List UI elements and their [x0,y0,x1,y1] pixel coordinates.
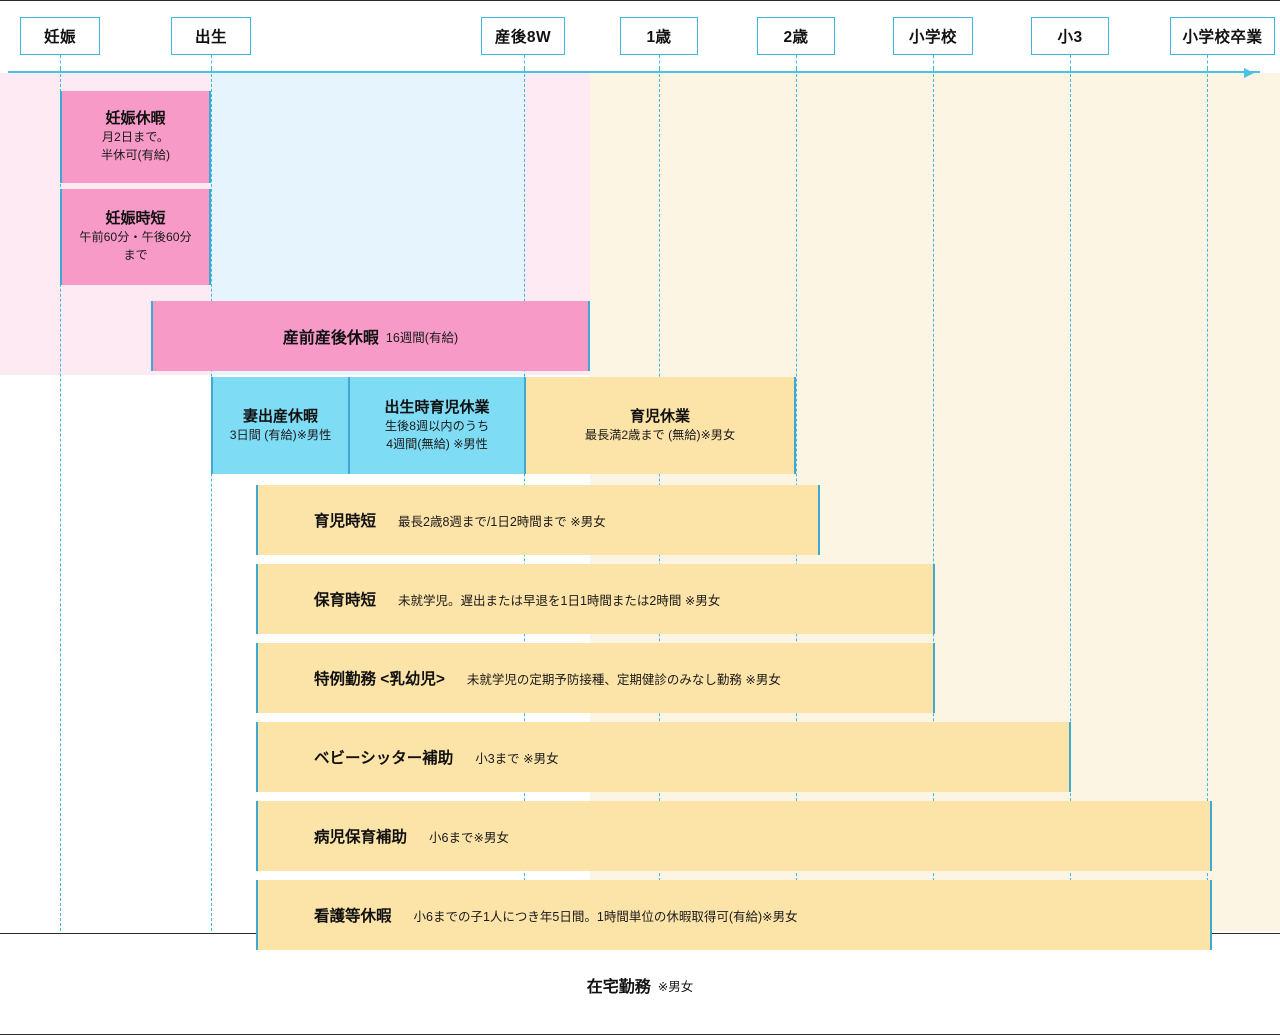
bar-pregnancy-leave[interactable]: 妊娠休暇月2日まで。半休可(有給) [60,91,211,183]
gridline-head-5 [933,55,934,69]
bar-title-pregnancy-leave: 妊娠休暇 [105,110,166,128]
bar-title-childcare-short-hours: 育児時短 [314,513,377,530]
bar-title-nursery-short-hours: 保育時短 [314,592,377,609]
gridline-head-7 [1207,55,1208,69]
bar-babysitter-subsidy[interactable]: ベビーシッター補助 小3まで ※男女 [256,722,1071,792]
bar-desc-pregnancy-short-hours: 午前60分・午後60分 [79,230,192,245]
bar-title-sick-child-care-subsidy: 病児保育補助 [314,829,408,846]
gridline-6 [1070,69,1071,931]
bar-desc-sick-child-care-subsidy: 小6まで※男女 [429,830,509,845]
bar-desc-maternity-leave: 16週間(有給) [385,330,459,345]
timeline-axis [8,67,1260,78]
milestone-label-2: 産後8W [481,17,565,55]
bar-title-childcare-leave: 育児休業 [629,407,690,425]
bar-desc-nursing-care-leave: 小6までの子1人につき年5日間。1時間単位の休暇取得可(有給)※男女 [413,909,798,924]
remote-work-note: ※男女 [657,979,694,994]
bar-maternity-leave[interactable]: 産前産後休暇 16週間(有給) [151,301,590,371]
milestone-label-1: 出生 [171,17,251,55]
bar-title-babysitter-subsidy: ベビーシッター補助 [314,750,454,767]
bar-postnatal-childcare-leave[interactable]: 出生時育児休業生後8週以内のうち 4週間(無給) ※男性 [348,377,524,474]
bar-nursery-short-hours[interactable]: 保育時短 未就学児。遅出または早退を1日1時間または2時間 ※男女 [256,564,935,634]
bar-desc-pregnancy-leave: 月2日まで。 [101,130,170,145]
bar-desc2-postnatal-childcare-leave: 4週間(無給) ※男性 [386,436,488,451]
bar-desc2-pregnancy-short-hours: まで [123,248,148,263]
bar-childcare-leave[interactable]: 育児休業最長満2歳まで (無給)※男女 [524,377,796,474]
milestone-label-3: 1歳 [620,17,698,55]
gridline-head-0 [60,55,61,69]
bar-desc-postnatal-childcare-leave: 生後8週以内のうち [384,418,490,433]
bar-title-pregnancy-short-hours: 妊娠時短 [105,210,166,228]
bar-nursing-care-leave[interactable]: 看護等休暇 小6までの子1人につき年5日間。1時間単位の休暇取得可(有給)※男女 [256,880,1212,950]
bar-title-maternity-leave: 産前産後休暇 [282,330,379,347]
bar-title-spouse-birth-leave: 妻出産休暇 [242,407,318,425]
bar-desc-childcare-short-hours: 最長2歳8週まで/1日2時間まで ※男女 [398,514,606,529]
milestone-label-4: 2歳 [757,17,835,55]
bar-spouse-birth-leave[interactable]: 妻出産休暇 3日間 (有給)※男性 [211,377,348,474]
bar-desc-spouse-birth-leave: 3日間 (有給)※男性 [229,427,332,442]
bar-special-duty-infant[interactable]: 特例勤務 <乳幼児> 未就学児の定期予防接種、定期健診のみなし勤務 ※男女 [256,643,935,713]
bar-desc2-pregnancy-leave: 半休可(有給) [100,148,171,163]
gridline-5 [933,69,934,931]
timeline-plot-area: 妊娠休暇月2日まで。半休可(有給)妊娠時短午前60分・午後60分まで産前産後休暇… [0,67,1280,950]
milestone-label-6: 小3 [1031,17,1109,55]
bar-title-nursing-care-leave: 看護等休暇 [314,908,392,925]
bar-childcare-short-hours[interactable]: 育児時短 最長2歳8週まで/1日2時間まで ※男女 [256,485,820,555]
gridline-head-2 [524,55,525,69]
milestone-label-5: 小学校 [893,17,973,55]
timeline-arrow-icon [1244,67,1254,78]
bar-desc-childcare-leave: 最長満2歳まで (無給)※男女 [584,427,736,442]
bar-desc-babysitter-subsidy: 小3まで ※男女 [475,751,559,766]
milestone-label-7: 小学校卒業 [1170,17,1275,55]
gridline-head-6 [1070,55,1071,69]
bar-title-postnatal-childcare-leave: 出生時育児休業 [384,398,490,416]
gridline-7 [1207,69,1208,931]
remote-work-title: 在宅勤務 [586,979,651,996]
bar-pregnancy-short-hours[interactable]: 妊娠時短午前60分・午後60分まで [60,189,211,285]
milestone-label-0: 妊娠 [20,17,100,55]
bar-title-special-duty-infant: 特例勤務 <乳幼児> [314,671,445,688]
bar-desc-nursery-short-hours: 未就学児。遅出または早退を1日1時間または2時間 ※男女 [398,593,721,608]
bar-sick-child-care-subsidy[interactable]: 病児保育補助 小6まで※男女 [256,801,1212,871]
bar-desc-special-duty-infant: 未就学児の定期予防接種、定期健診のみなし勤務 ※男女 [466,672,781,687]
milestone-header: 妊娠 出生 産後8W 1歳 2歳 小学校 小3 小学校卒業 [0,1,1280,69]
gridline-head-4 [796,55,797,69]
gridline-1 [211,69,212,931]
gridline-head-3 [659,55,660,69]
gridline-head-1 [211,55,212,69]
gridline-0 [60,69,61,931]
